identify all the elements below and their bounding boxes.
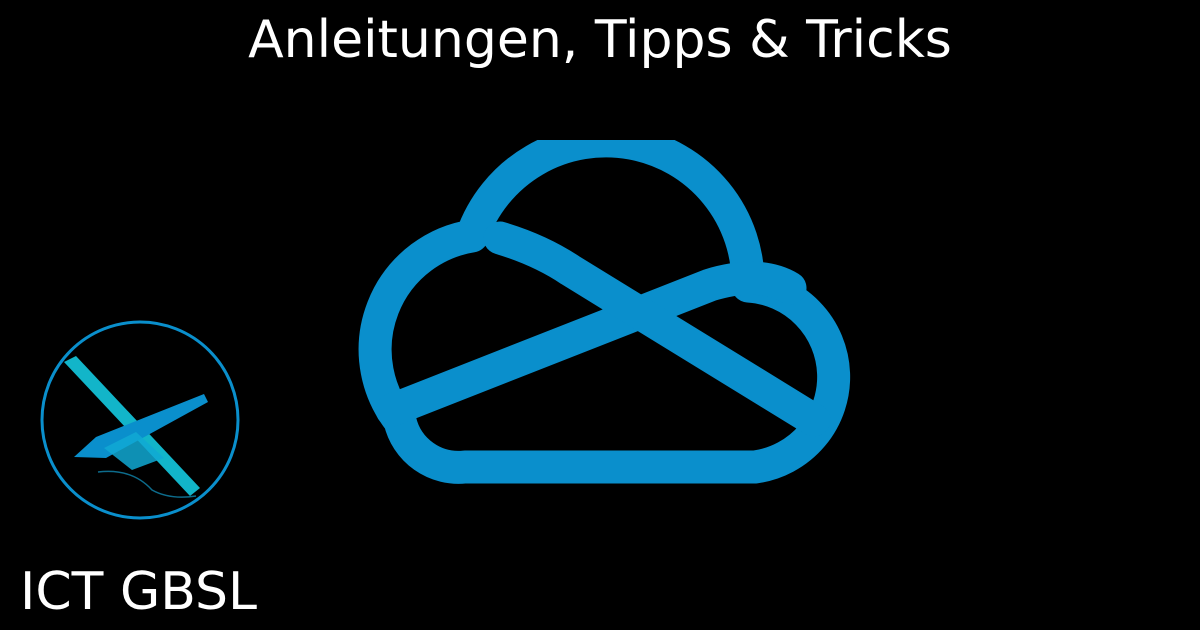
ict-gbsl-logo-icon bbox=[40, 320, 240, 520]
cloud-icon bbox=[358, 140, 851, 484]
brand-name: ICT GBSL bbox=[20, 562, 257, 622]
page-title: Anleitungen, Tipps & Tricks bbox=[248, 10, 952, 70]
